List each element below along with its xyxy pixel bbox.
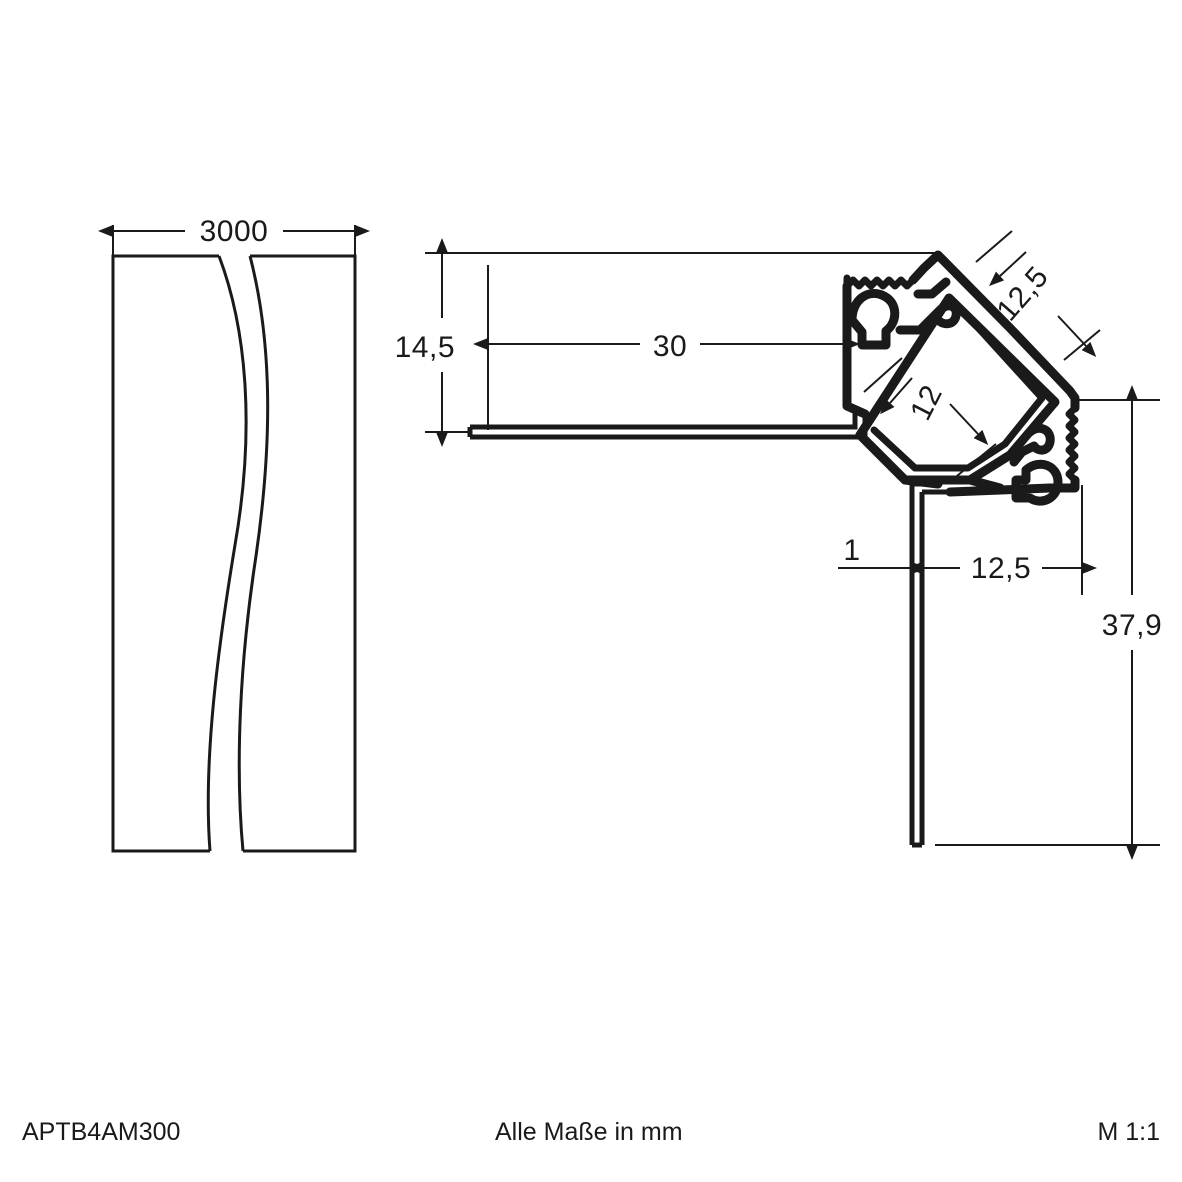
knurl-right-edge: [1065, 404, 1079, 484]
profile-inner-chamber-offset: [870, 306, 1046, 472]
footer-scale: M 1:1: [1097, 1118, 1160, 1146]
drawing-footer: APTB4AM300 Alle Maße in mm M 1:1: [22, 1118, 1160, 1146]
footer-units-note: Alle Maße in mm: [495, 1118, 683, 1146]
dimension-label-37-9: 37,9: [1102, 609, 1162, 642]
elevation-view: 3000: [98, 215, 370, 853]
dimension-14-5: 14,5: [395, 238, 455, 447]
ext-line-inner-upper: [863, 357, 903, 393]
profile-bottom-connector: [965, 475, 1005, 493]
footer-part-number: APTB4AM300: [22, 1118, 180, 1146]
clip-retainer-top-left: [847, 289, 900, 350]
dimension-label-12-5-lower: 12,5: [971, 552, 1031, 585]
dimension-3000: [98, 225, 370, 258]
dim-arrow-inner-up: [880, 377, 913, 415]
dimension-1: 1: [838, 534, 927, 574]
dimension-37-9: 37,9: [1102, 385, 1162, 860]
elevation-body-left: [111, 254, 219, 853]
break-curve-left: [206, 255, 248, 852]
elevation-body-right: [243, 254, 357, 853]
ext-line-diag-lower: [1063, 329, 1101, 361]
ext-line-inner-lower: [951, 443, 997, 481]
dimension-label-30: 30: [653, 330, 687, 363]
dimension-label-3000: 3000: [200, 215, 269, 248]
dim-arrow-diag-down: [1057, 315, 1097, 357]
knurl-top-edge: [843, 274, 917, 290]
dimension-label-1: 1: [843, 534, 860, 567]
profile-left-lower-face: [855, 430, 910, 485]
clip-hook-top: [895, 301, 961, 335]
dimension-12-5-lower: 12,5: [907, 552, 1097, 585]
apex-detail-top: [913, 277, 951, 299]
clip-retainer-bottom-right: [1011, 459, 1063, 506]
dim-arrow-diag-up: [988, 251, 1027, 287]
break-curve-right: [237, 255, 270, 852]
dimension-label-14-5: 14,5: [395, 331, 455, 364]
dimension-30: 30: [473, 330, 860, 363]
ext-line-diag-upper: [975, 230, 1013, 263]
dimension-label-12-diagonal: 12: [904, 380, 949, 426]
profile-outer-left: [842, 281, 870, 419]
dim-arrow-inner-down: [949, 403, 989, 445]
clip-hook-bottom: [1009, 423, 1055, 467]
section-view: 14,5 30: [395, 230, 1162, 860]
flange-horizontal-inner: [470, 406, 858, 430]
profile-outer-upper: [908, 250, 1080, 413]
profile-lower-left-connector: [900, 475, 943, 489]
